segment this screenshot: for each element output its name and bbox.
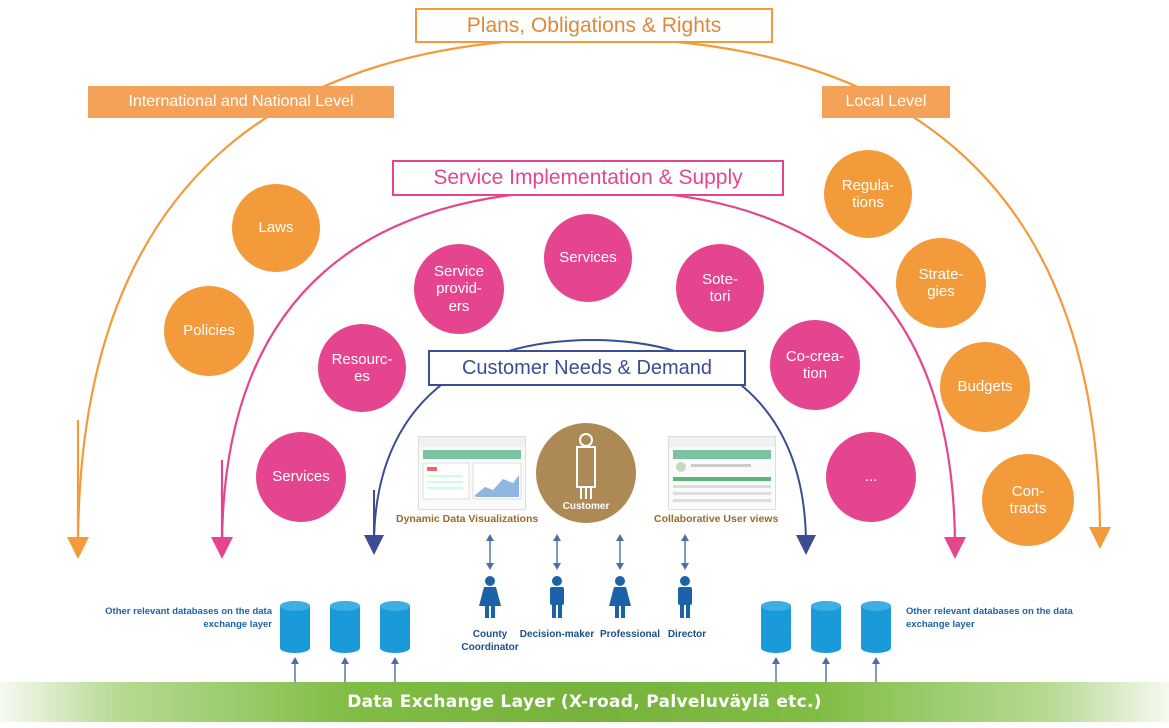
- customer-person-icon: [576, 433, 596, 499]
- database-icon: [760, 600, 792, 654]
- circle-more: ...: [826, 432, 916, 522]
- circle-service-providers: Service provid- ers: [414, 244, 504, 334]
- service-title-box: Service Implementation & Supply: [392, 160, 784, 196]
- level-international: International and National Level: [88, 86, 394, 118]
- circle-services-left: Services: [256, 432, 346, 522]
- role-county-coordinator: County Coordinator: [461, 629, 519, 653]
- circle-service-providers-label: Service provid- ers: [433, 263, 485, 315]
- database-icon: [329, 600, 361, 654]
- circle-strategies: Strate- gies: [896, 238, 986, 328]
- customer-label: Customer: [562, 501, 610, 512]
- circle-strategies-label: Strate- gies: [918, 265, 964, 300]
- circle-laws-label: Laws: [258, 219, 294, 237]
- role-professional: Professional: [599, 629, 661, 640]
- circle-sote-tori-label: Sote- tori: [702, 270, 738, 305]
- circle-co-creation-label: Co-crea- tion: [785, 347, 845, 382]
- circle-contracts-label: Con- tracts: [1009, 482, 1047, 517]
- inner-arc: [373, 338, 816, 555]
- circle-policies-label: Policies: [183, 322, 235, 340]
- female-person-icon: [609, 576, 631, 618]
- caption-collaborative: Collaborative User views: [654, 513, 779, 525]
- circle-laws: Laws: [232, 184, 320, 272]
- circle-services-top: Services: [544, 214, 632, 302]
- circle-co-creation: Co-crea- tion: [770, 320, 860, 410]
- database-icon: [279, 600, 311, 654]
- circle-policies: Policies: [164, 286, 254, 376]
- level-local: Local Level: [822, 86, 950, 118]
- level-international-label: International and National Level: [128, 93, 354, 110]
- circle-regulations: Regula- tions: [824, 150, 912, 238]
- level-local-label: Local Level: [845, 93, 927, 110]
- male-person-icon: [678, 576, 692, 618]
- databases-note-left: Other relevant databases on the data exc…: [105, 606, 272, 630]
- customer-title: Customer Needs & Demand: [461, 356, 713, 379]
- plans-title-box: Plans, Obligations & Rights: [415, 8, 773, 43]
- dashboard-thumbnail-right: [668, 436, 776, 510]
- dashboard-thumbnail-left: [418, 436, 526, 510]
- male-person-icon: [550, 576, 564, 618]
- customer-title-box: Customer Needs & Demand: [428, 350, 746, 386]
- circle-services-left-label: Services: [272, 468, 330, 486]
- caption-dynamic-data: Dynamic Data Visualizations: [396, 513, 539, 525]
- service-title: Service Implementation & Supply: [433, 166, 743, 189]
- data-exchange-layer-bar: Data Exchange Layer (X-road, Palveluväyl…: [0, 682, 1169, 722]
- plans-title: Plans, Obligations & Rights: [466, 13, 722, 37]
- database-icon: [379, 600, 411, 654]
- role-director: Director: [667, 629, 707, 640]
- circle-more-label: ...: [864, 468, 878, 486]
- customer-circle: Customer: [536, 423, 636, 523]
- data-exchange-layer-label: Data Exchange Layer (X-road, Palveluväyl…: [347, 692, 822, 712]
- circle-services-top-label: Services: [559, 249, 617, 267]
- database-icon: [810, 600, 842, 654]
- circle-resources-label: Resourc- es: [331, 350, 393, 385]
- circle-budgets: Budgets: [940, 342, 1030, 432]
- database-icon: [860, 600, 892, 654]
- circle-regulations-label: Regula- tions: [841, 176, 895, 211]
- circle-resources: Resourc- es: [318, 324, 406, 412]
- circle-sote-tori: Sote- tori: [676, 244, 764, 332]
- role-arrows: [489, 538, 686, 566]
- role-decision-maker: Decision-maker: [519, 629, 595, 640]
- circle-contracts: Con- tracts: [982, 454, 1074, 546]
- circle-budgets-label: Budgets: [957, 378, 1013, 396]
- databases-note-right: Other relevant databases on the data exc…: [906, 606, 1073, 630]
- female-person-icon: [479, 576, 501, 618]
